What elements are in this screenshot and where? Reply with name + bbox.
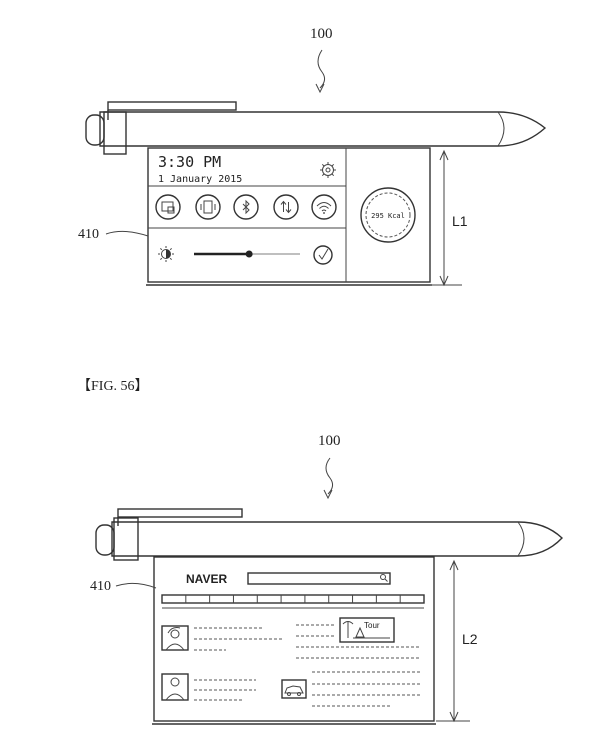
calorie-text: 295 Kcal xyxy=(371,212,405,220)
screen-capture-icon[interactable] xyxy=(155,194,181,220)
reference-arrow xyxy=(315,83,325,94)
gear-icon[interactable] xyxy=(320,162,336,178)
pen-clip xyxy=(107,101,237,111)
pen-device-bottom xyxy=(95,508,563,561)
wifi-icon[interactable] xyxy=(311,194,337,220)
article-item[interactable] xyxy=(281,671,420,707)
figure-top: 100 3:30 PM 1 January 2015 xyxy=(78,26,547,287)
article-item[interactable]: Tour xyxy=(296,617,420,659)
flexible-display-top: 3:30 PM 1 January 2015 xyxy=(146,147,432,286)
pen-device xyxy=(85,101,547,155)
data-transfer-icon[interactable] xyxy=(273,194,299,220)
clock-date: 1 January 2015 xyxy=(158,174,242,185)
nav-tab-bar[interactable] xyxy=(161,594,425,604)
length-label-bottom: L2 xyxy=(462,631,478,647)
search-input[interactable] xyxy=(247,572,391,585)
bluetooth-icon[interactable] xyxy=(233,194,259,220)
car-thumbnail-icon xyxy=(281,679,307,699)
reference-leader-line xyxy=(317,49,326,89)
brightness-icon xyxy=(158,246,174,262)
figure-bottom: 100 NAVER xyxy=(90,433,563,725)
flexible-display-bottom: NAVER xyxy=(152,556,436,725)
nav-tab-dividers xyxy=(185,595,401,603)
reference-leader-line-bottom xyxy=(325,457,334,495)
vibrate-icon[interactable] xyxy=(195,194,221,220)
pen-cap-end xyxy=(85,114,105,146)
device-reference-number: 100 xyxy=(310,26,333,42)
display-panel xyxy=(147,147,431,283)
naver-logo[interactable]: NAVER xyxy=(186,572,227,586)
display-reference-number: 410 xyxy=(78,227,99,242)
search-icon[interactable] xyxy=(380,574,388,582)
person-thumbnail-icon xyxy=(161,673,189,701)
display-reference-number-bottom: 410 xyxy=(90,579,111,594)
figure-caption: 【FIG. 56】 xyxy=(77,378,149,394)
brightness-slider[interactable] xyxy=(194,250,300,258)
clock-time: 3:30 PM xyxy=(158,153,221,171)
article-item[interactable] xyxy=(161,625,284,651)
pen-tip-joint xyxy=(497,111,505,147)
pen-barrel xyxy=(99,111,547,147)
reference-arrow-bottom xyxy=(323,489,333,500)
length-dimension-bottom: L2 xyxy=(436,559,478,723)
display-leader-line xyxy=(105,230,149,237)
tour-thumbnail-icon xyxy=(339,617,395,643)
display-leader-line-bottom xyxy=(115,582,157,589)
length-label-top: L1 xyxy=(452,213,468,229)
length-dimension-top: L1 xyxy=(430,149,468,287)
tour-badge: Tour xyxy=(364,621,380,630)
pen-clip-base xyxy=(103,111,127,155)
calorie-widget[interactable]: 295 Kcal xyxy=(360,187,416,243)
article-item[interactable] xyxy=(161,673,256,701)
display-panel-bottom xyxy=(153,556,435,722)
person-thumbnail-icon xyxy=(161,625,189,651)
device-reference-number-bottom: 100 xyxy=(318,433,341,449)
slider-knob[interactable] xyxy=(245,250,253,258)
check-icon[interactable] xyxy=(313,245,333,265)
